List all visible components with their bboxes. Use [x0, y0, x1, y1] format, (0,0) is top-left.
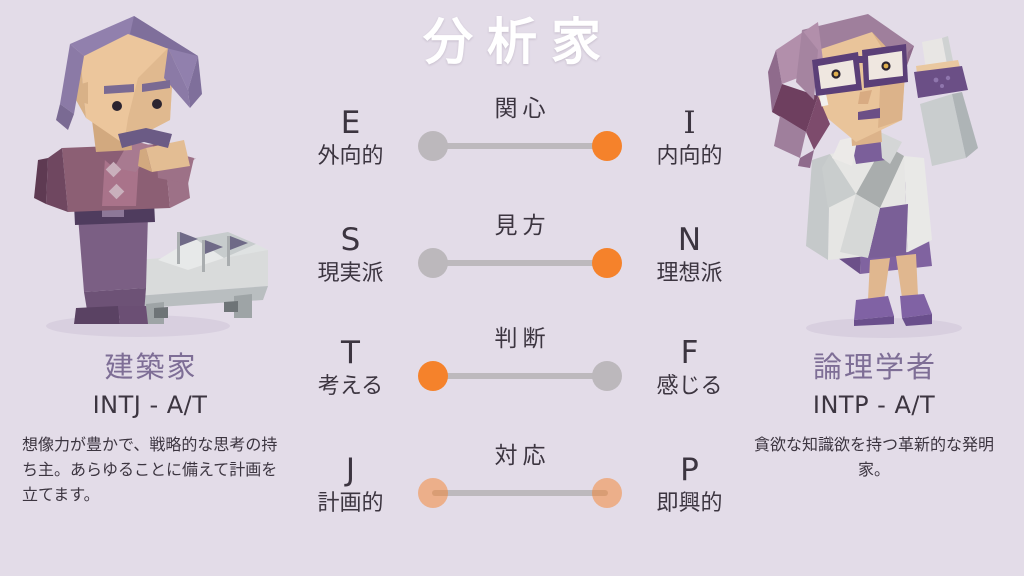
dimension-tf-right: F 感じる	[637, 335, 742, 402]
dimension-sn-left-word: 現実派	[317, 261, 384, 286]
dimension-row-jp: 対応 J 計画的 P 即興的	[300, 442, 740, 552]
slider-track	[432, 490, 608, 496]
dimension-tf-right-word: 感じる	[656, 374, 723, 399]
dimension-ei-right: I 内向的	[637, 105, 742, 172]
dimension-jp-slider[interactable]	[418, 476, 622, 510]
dimension-tf-left: T 考える	[298, 335, 403, 402]
dimension-ei-right-word: 内向的	[656, 144, 723, 169]
dimension-label-sn: 見方	[494, 213, 551, 239]
logician-name: 論理学者	[812, 350, 937, 384]
architect-card: 建築家 INTJ - A/T 想像力が豊かで、戦略的な思考の持ち主。あらゆること…	[0, 348, 300, 507]
dimension-label-jp: 対応	[494, 443, 551, 469]
dimension-ei-slider[interactable]	[418, 129, 622, 163]
dimension-label-tf: 判断	[494, 326, 551, 352]
logician-code: INTP - A/T	[812, 391, 936, 419]
dimension-jp-right: P 即興的	[637, 452, 742, 519]
architect-figure	[34, 16, 268, 337]
dimension-sn-right-letter: N	[677, 222, 702, 258]
slider-knob-right[interactable]	[592, 131, 622, 161]
slider-knob-right[interactable]	[592, 478, 622, 508]
dimension-sn-right-word: 理想派	[656, 261, 723, 286]
dimension-ei-left-word: 外向的	[317, 144, 384, 169]
dimension-row-tf: 判断 T 考える F 感じる	[300, 325, 740, 435]
architect-name: 建築家	[104, 350, 198, 384]
dimension-jp-left: J 計画的	[298, 452, 403, 519]
dimension-jp-right-letter: P	[680, 452, 699, 488]
dimension-sn-slider[interactable]	[418, 246, 622, 280]
dimension-tf-left-letter: T	[341, 335, 360, 371]
slider-track	[432, 373, 608, 379]
dimension-sn-left: S 現実派	[298, 222, 403, 289]
dimension-sn-right: N 理想派	[637, 222, 742, 289]
slider-knob-left[interactable]	[418, 478, 448, 508]
slider-knob-left[interactable]	[418, 248, 448, 278]
dimension-list: 関心 E 外向的 I 内向的 見方 S 現実派	[300, 95, 740, 545]
architect-code: INTJ - A/T	[92, 391, 208, 419]
dimension-ei-left: E 外向的	[298, 105, 403, 172]
slider-knob-left[interactable]	[418, 131, 448, 161]
logician-figure	[768, 14, 978, 338]
dimension-tf-slider[interactable]	[418, 359, 622, 393]
dimension-tf-right-letter: F	[680, 335, 699, 371]
dimension-sn-left-letter: S	[340, 222, 361, 258]
logician-card: 論理学者 INTP - A/T 貪欲な知識欲を持つ革新的な発明家。	[724, 348, 1024, 482]
logician-description: 貪欲な知識欲を持つ革新的な発明家。	[753, 435, 994, 479]
slider-knob-right[interactable]	[592, 361, 622, 391]
dimension-ei-right-letter: I	[683, 105, 696, 141]
dimension-tf-left-word: 考える	[317, 374, 384, 399]
dimension-label-ei: 関心	[494, 96, 551, 122]
dimension-jp-right-word: 即興的	[656, 491, 723, 516]
slider-knob-left[interactable]	[418, 361, 448, 391]
dimension-jp-left-letter: J	[345, 452, 356, 488]
page-title: 分析家	[423, 13, 615, 71]
architect-description: 想像力が豊かで、戦略的な思考の持ち主。あらゆることに備えて計画を立てます。	[22, 435, 278, 504]
dimension-ei-left-letter: E	[340, 105, 361, 141]
slider-track	[432, 143, 608, 149]
dimension-row-ei: 関心 E 外向的 I 内向的	[300, 95, 740, 205]
dimension-jp-left-word: 計画的	[317, 491, 384, 516]
slider-knob-right[interactable]	[592, 248, 622, 278]
slider-track	[432, 260, 608, 266]
dimension-row-sn: 見方 S 現実派 N 理想派	[300, 212, 740, 322]
